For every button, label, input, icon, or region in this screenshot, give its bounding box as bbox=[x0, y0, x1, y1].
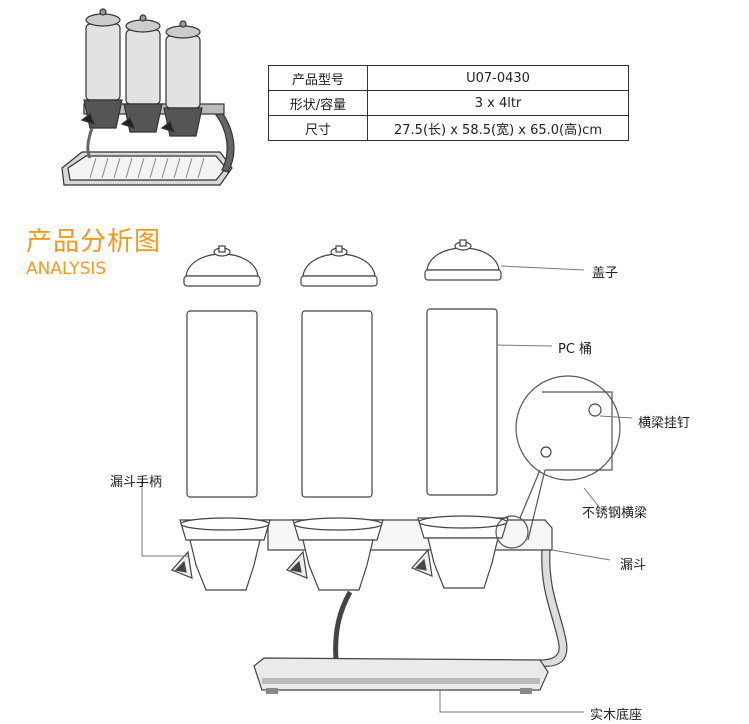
label-lid: 盖子 bbox=[592, 266, 619, 281]
dispenser-exploded bbox=[141, 239, 633, 713]
section-title-en: ANALYSIS bbox=[26, 259, 107, 279]
wood-base bbox=[253, 657, 549, 691]
label-steel-beam: 不锈钢横梁 bbox=[582, 506, 648, 521]
spec-key: 尺寸 bbox=[268, 115, 368, 141]
spec-table: 产品型号 U07-0430 形状/容量 3 x 4ltr 尺寸 27.5(长) … bbox=[268, 65, 629, 141]
product-thumbnail bbox=[61, 8, 235, 186]
spec-row: 形状/容量 3 x 4ltr bbox=[268, 90, 629, 116]
spec-value: 27.5(长) x 58.5(宽) x 65.0(高)cm bbox=[367, 115, 629, 141]
label-wood-base: 实木底座 bbox=[590, 708, 643, 723]
pc-barrels bbox=[186, 308, 498, 498]
spec-key: 产品型号 bbox=[268, 65, 368, 91]
label-funnel: 漏斗 bbox=[620, 558, 647, 573]
spec-value: 3 x 4ltr bbox=[367, 90, 629, 116]
spec-value: U07-0430 bbox=[367, 65, 629, 91]
support-arm bbox=[539, 549, 568, 667]
section-title-cn: 产品分析图 bbox=[26, 227, 162, 257]
label-beam-peg: 横梁挂钉 bbox=[638, 416, 691, 431]
spec-row: 尺寸 27.5(长) x 58.5(宽) x 65.0(高)cm bbox=[268, 115, 629, 141]
funnels bbox=[170, 515, 509, 591]
lids bbox=[183, 239, 502, 287]
label-funnel-handle: 漏斗手柄 bbox=[110, 475, 163, 490]
label-pc-barrel: PC 桶 bbox=[558, 342, 593, 357]
spec-row: 产品型号 U07-0430 bbox=[268, 65, 629, 91]
spec-key: 形状/容量 bbox=[268, 90, 368, 116]
